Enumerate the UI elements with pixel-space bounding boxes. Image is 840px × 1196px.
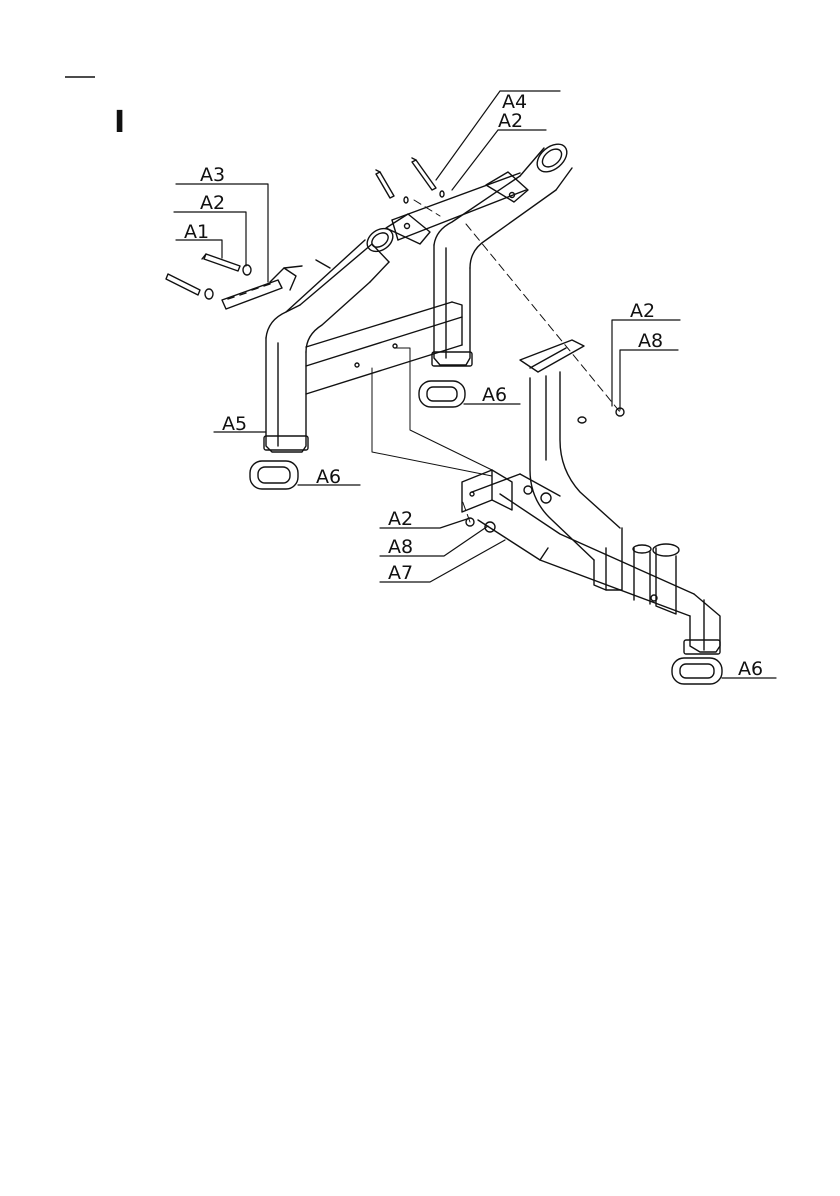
part-a5-upright-frame (222, 224, 462, 452)
label-a2-right: A2 (630, 300, 655, 322)
label-a2-left: A2 (200, 192, 225, 214)
label-a6-left: A6 (316, 466, 341, 488)
label-a8-mid: A8 (388, 536, 413, 558)
label-a6-back: A6 (482, 384, 507, 406)
label-a8-right: A8 (638, 330, 663, 352)
assembly-guide-lines (414, 200, 620, 522)
label-a7: A7 (388, 562, 413, 584)
label-a5: A5 (222, 413, 247, 435)
label-a2-top: A2 (498, 110, 523, 132)
label-a3: A3 (200, 164, 225, 186)
label-a2-mid: A2 (388, 508, 413, 530)
frame-drawing (166, 91, 776, 684)
part-a6-foot-pads (250, 381, 722, 684)
label-a6-front: A6 (738, 658, 763, 680)
back-upright-leg (432, 139, 572, 366)
step-number: I (114, 105, 125, 140)
label-a1: A1 (184, 221, 209, 243)
